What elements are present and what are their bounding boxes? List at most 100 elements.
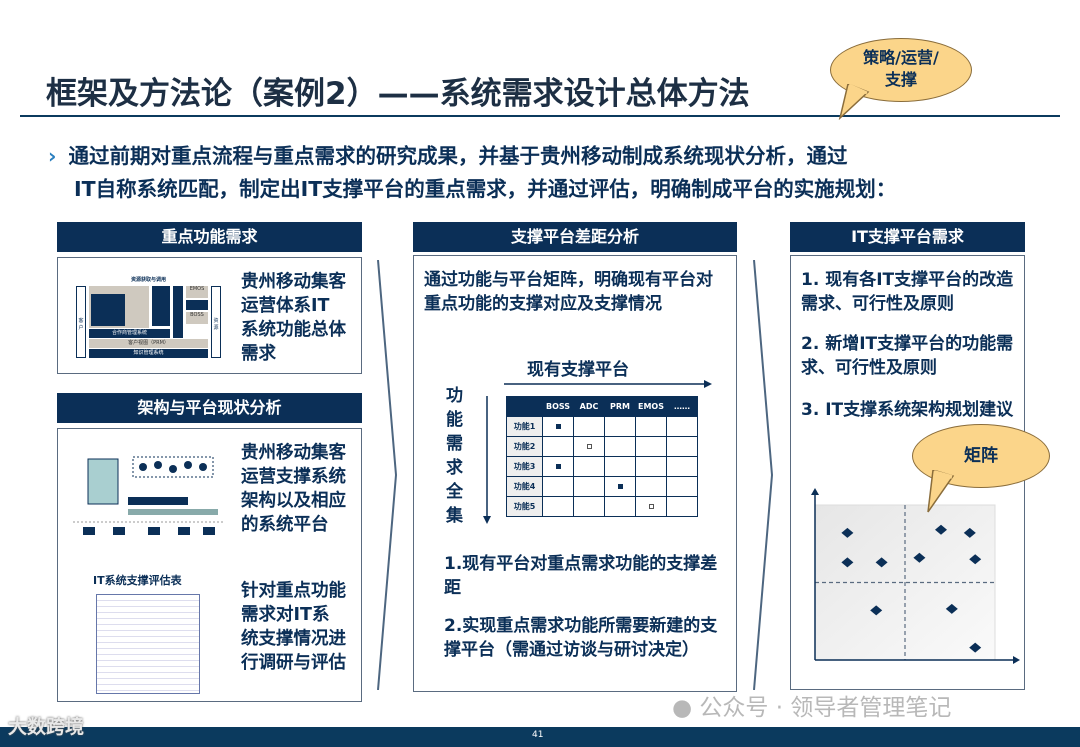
data-point (945, 603, 958, 614)
footer-bar (0, 727, 1080, 747)
matrix-cell (666, 496, 698, 517)
data-point (841, 557, 854, 568)
matrix-row-label: 功能3 (506, 456, 543, 477)
y-axis-arrowhead (811, 488, 819, 495)
header-it-requirements: IT支撑平台需求 (790, 222, 1025, 252)
header-architecture: 架构与平台现状分析 (57, 393, 362, 423)
diagram-block (91, 294, 125, 326)
matrix-row: 功能2 (506, 436, 698, 457)
x-axis-arrow-icon (504, 380, 712, 388)
matrix-cell (573, 436, 605, 457)
header-key-functions: 重点功能需求 (57, 222, 362, 252)
support-mark (555, 424, 561, 429)
matrix-cell (604, 436, 636, 457)
matrix-row-label: 功能4 (506, 476, 543, 497)
chevron-arrow-icon (753, 260, 774, 690)
callout-matrix: 矩阵 (912, 424, 1050, 488)
page-number: 41 (532, 730, 544, 740)
matrix-row-label: 功能1 (506, 416, 543, 437)
data-point (935, 524, 947, 535)
matrix-row: 功能4 (506, 476, 698, 497)
matrix-cell (542, 476, 574, 497)
diagram-block (152, 286, 170, 326)
matrix-cell (666, 436, 698, 457)
intro-text: ›通过前期对重点流程与重点需求的研究成果，并基于贵州移动制成系统现状分析，通过 … (48, 140, 1038, 206)
y-axis-arrow-icon (483, 396, 491, 524)
matrix-column-header: PRM (604, 396, 636, 417)
matrix-column-header: EMOS (635, 396, 667, 417)
x-axis-label: 现有支撑平台 (527, 360, 629, 380)
matrix-cell (604, 496, 636, 517)
matrix-cell (573, 456, 605, 477)
matrix-row-label: 功能2 (506, 436, 543, 457)
diagram-block (186, 300, 208, 310)
matrix-cell (573, 416, 605, 437)
matrix-cell (666, 416, 698, 437)
header-gap-analysis: 支撑平台差距分析 (413, 222, 737, 252)
matrix-cell (635, 496, 667, 517)
wechat-icon: ● (672, 695, 693, 721)
matrix-cell (604, 456, 636, 477)
matrix-column-header: ADC (573, 396, 605, 417)
matrix-column-header (506, 396, 543, 417)
data-point (969, 554, 982, 565)
matrix-cell (573, 496, 605, 517)
data-point (963, 527, 976, 538)
title-divider (20, 115, 1060, 117)
matrix-cell (604, 476, 636, 497)
support-mark (555, 464, 561, 469)
logo: 大数跨境 (8, 716, 85, 738)
gap-point-1: 1.现有平台对重点需求功能的支撑差距 (444, 554, 718, 598)
requirement-item: 2. 新增IT支撑平台的功能需求、可行性及原则 (801, 334, 1014, 378)
matrix-cell (542, 436, 574, 457)
eval-table-thumbnail (96, 594, 200, 694)
diagram-label: 客户 (76, 286, 86, 358)
data-point (841, 527, 854, 538)
data-point (875, 557, 888, 568)
matrix-row: 功能3 (506, 456, 698, 477)
matrix-cell (542, 416, 574, 437)
diagram-label: 客户视图（PRM） (89, 339, 208, 348)
matrix-chart (811, 488, 1020, 664)
chevron-arrow-icon (377, 260, 398, 690)
gap-intro: 通过功能与平台矩阵，明确现有平台对重点功能的支撑对应及支撑情况 (424, 270, 713, 314)
matrix-row: 功能1 (506, 416, 698, 437)
diagram-label: 合作商管理系统 (89, 329, 170, 338)
requirement-item: 3. IT支撑系统架构规划建议 (801, 400, 1014, 420)
architecture-text: 贵州移动集客运营支撑系统架构以及相应的系统平台 (241, 443, 346, 535)
matrix-cell (635, 456, 667, 477)
diagram-label: 资源 (211, 286, 221, 358)
matrix-cell (604, 416, 636, 437)
matrix-row: 功能5 (506, 496, 698, 517)
matrix-cell (635, 416, 667, 437)
matrix-cell (666, 456, 698, 477)
watermark-text: 公众号 · 领导者管理笔记 (699, 695, 952, 721)
matrix-cell (542, 456, 574, 477)
matrix-cell (635, 476, 667, 497)
box-key-functions: 资源获取与调用 客户 资源 EMOS BOSS 合作商管理系统 客户视图（PRM… (57, 257, 362, 374)
intro-line1: 通过前期对重点流程与重点需求的研究成果，并基于贵州移动制成系统现状分析，通过 (68, 144, 848, 168)
function-diagram: 资源获取与调用 客户 资源 EMOS BOSS 合作商管理系统 客户视图（PRM… (76, 276, 221, 364)
architecture-diagram (73, 456, 223, 535)
x-axis-arrowhead (1013, 656, 1020, 664)
matrix-cell (573, 476, 605, 497)
matrix-row-label: 功能5 (506, 496, 543, 517)
matrix-cell (635, 436, 667, 457)
data-point (913, 552, 926, 563)
diagram-label: BOSS (186, 312, 208, 324)
support-mark (648, 504, 654, 509)
matrix-cell (666, 476, 698, 497)
requirement-item: 1. 现有各IT支撑平台的改造需求、可行性及原则 (801, 270, 1014, 314)
callout-tail (927, 470, 955, 513)
support-mark (586, 444, 592, 449)
intro-line2: IT自称系统匹配，制定出IT支撑平台的重点需求，并通过评估，明确制成平台的实施规… (74, 177, 897, 201)
diagram-label: 资源获取与调用 (130, 277, 166, 283)
eval-text: 针对重点功能需求对IT系统支撑情况进行调研与评估 (241, 581, 346, 673)
watermark: ● 公众号 · 领导者管理笔记 (672, 688, 951, 722)
key-functions-text: 贵州移动集客运营体系IT系统功能总体需求 (241, 272, 346, 364)
page-title: 框架及方法论（案例2）——系统需求设计总体方法 (46, 76, 750, 112)
data-point (870, 605, 883, 616)
matrix-column-header: …… (666, 396, 698, 417)
matrix-cell (542, 496, 574, 517)
